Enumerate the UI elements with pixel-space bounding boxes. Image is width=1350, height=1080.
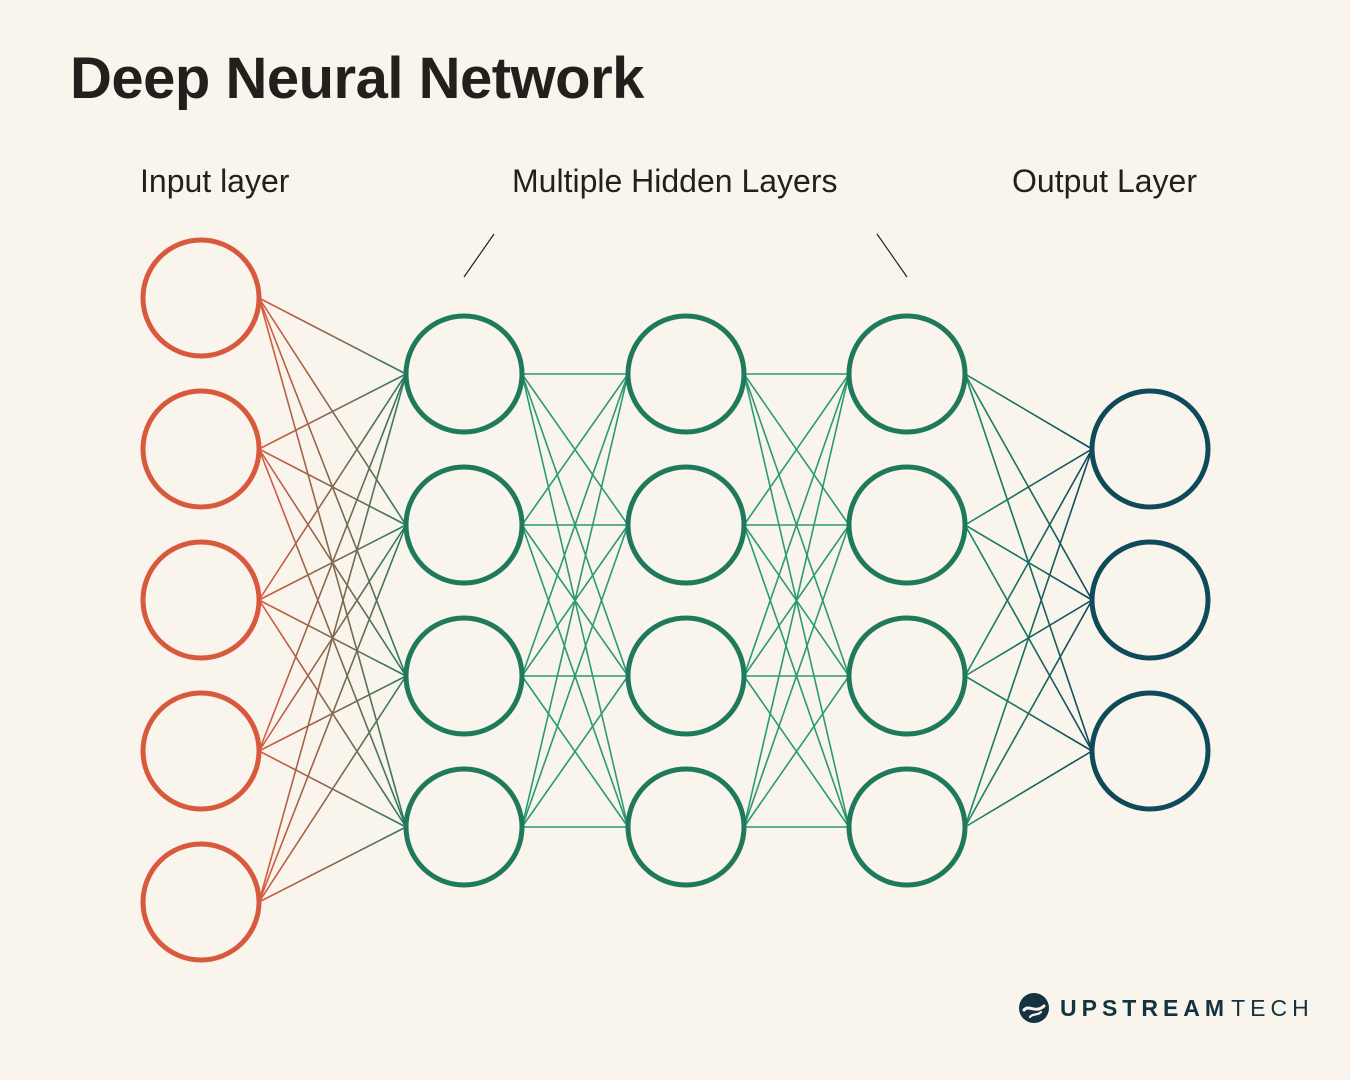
hidden-node-l1-3 (403, 766, 525, 888)
input-node-l0-0 (140, 237, 262, 359)
connection-l0-n0-to-n0 (258, 297, 407, 375)
connection-l1-n3-to-n2 (521, 675, 629, 828)
input-node-l0-1 (140, 388, 262, 510)
input-node-l0-2 (140, 539, 262, 661)
hidden-node-l1-2 (403, 615, 525, 737)
hidden-node-l3-3 (846, 766, 968, 888)
hidden-node-l2-2 (625, 615, 747, 737)
upstream-logo: UPSTREAM TECH (1018, 992, 1314, 1024)
logo-text-upstream: UPSTREAM (1060, 994, 1230, 1021)
hidden-node-l2-0 (625, 313, 747, 435)
connection-l1-n1-to-n0 (521, 373, 629, 526)
connection-l0-n4-to-n3 (258, 826, 407, 903)
connection-l0-n1-to-n0 (258, 373, 407, 450)
upstream-logo-icon (1019, 993, 1049, 1023)
connections (258, 297, 1093, 903)
hidden-node-l3-2 (846, 615, 968, 737)
hidden-node-l2-1 (625, 464, 747, 586)
output-node-l4-2 (1089, 690, 1211, 812)
input-node-l0-4 (140, 841, 262, 963)
connection-l0-n3-to-n0 (258, 373, 407, 752)
connection-l2-n1-to-n0 (743, 373, 850, 526)
connection-l3-n3-to-n0 (964, 448, 1093, 828)
connection-l1-n3-to-n0 (521, 373, 629, 828)
hidden-label-pointers (463, 233, 908, 278)
connection-l3-n0-to-n0 (964, 373, 1093, 450)
connection-l2-n2-to-n0 (743, 373, 850, 677)
connection-l2-n3-to-n2 (743, 675, 850, 828)
neurons (140, 237, 1211, 963)
connection-l0-n4-to-n0 (258, 373, 407, 903)
hidden-node-l1-0 (403, 313, 525, 435)
connection-l0-n4-to-n1 (258, 524, 407, 903)
input-node-l0-3 (140, 690, 262, 812)
output-node-l4-1 (1089, 539, 1211, 661)
hidden-node-l2-3 (625, 766, 747, 888)
hidden-layers-label: Multiple Hidden Layers (512, 163, 838, 199)
input-layer-label: Input layer (140, 163, 290, 199)
hidden-label-pointer-right (876, 233, 908, 278)
hidden-label-pointer-left (463, 233, 495, 278)
output-node-l4-0 (1089, 388, 1211, 510)
connection-l3-n2-to-n0 (964, 448, 1093, 677)
logo-text-tech: TECH (1231, 994, 1314, 1021)
connection-l3-n3-to-n1 (964, 599, 1093, 828)
connection-l2-n3-to-n1 (743, 524, 850, 828)
connection-l2-n3-to-n0 (743, 373, 850, 828)
connection-l3-n1-to-n0 (964, 448, 1093, 526)
connection-l1-n2-to-n0 (521, 373, 629, 677)
connection-l1-n3-to-n1 (521, 524, 629, 828)
connection-l0-n2-to-n0 (258, 373, 407, 601)
output-layer-label: Output Layer (1012, 163, 1197, 199)
connection-l3-n3-to-n2 (964, 750, 1093, 828)
page-title: Deep Neural Network (70, 46, 644, 111)
hidden-node-l1-1 (403, 464, 525, 586)
hidden-node-l3-0 (846, 313, 968, 435)
hidden-node-l3-1 (846, 464, 968, 586)
connection-l0-n4-to-n2 (258, 675, 407, 903)
